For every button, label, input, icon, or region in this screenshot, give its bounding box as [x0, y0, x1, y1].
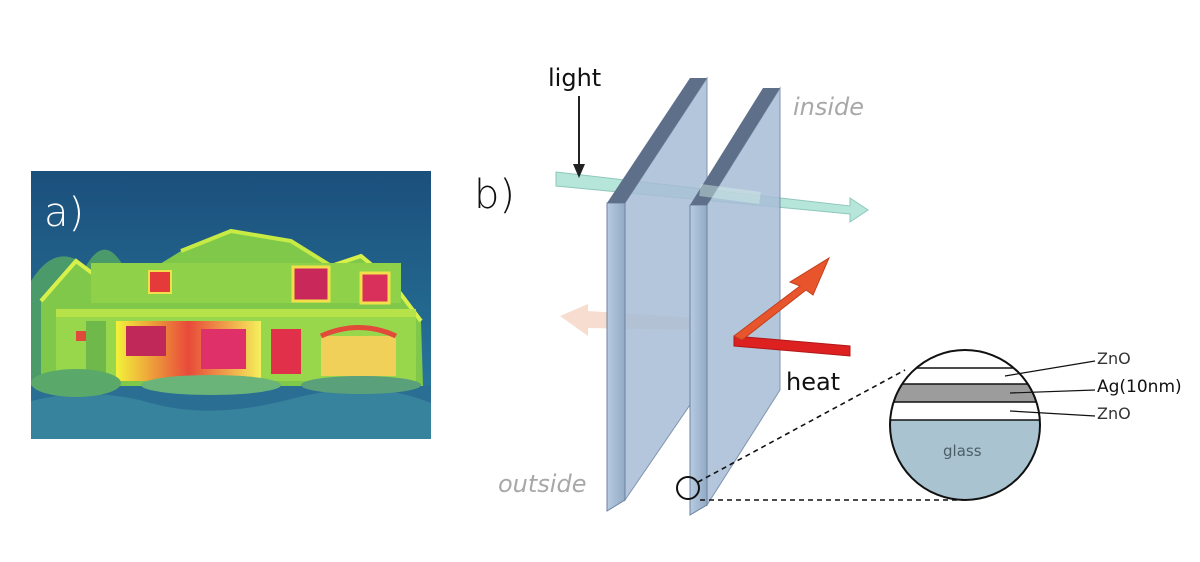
thermal-house-image: [31, 171, 431, 439]
panel-a-label: a): [44, 190, 85, 236]
outer-glass-pane: [606, 76, 708, 512]
glass-substrate-label: glass: [943, 442, 982, 460]
zno-top-layer-label: ZnO: [1097, 349, 1131, 368]
panel-b-label: b): [474, 172, 515, 218]
coating-inset: [889, 349, 1096, 501]
inner-glass-pane: [689, 86, 781, 516]
light-pointer: [573, 96, 585, 178]
heat-arrow: [733, 256, 851, 357]
silver-layer-label: Ag(10nm): [1097, 377, 1182, 397]
light-label: light: [548, 64, 602, 92]
inside-label: inside: [793, 93, 865, 121]
magnifier-marker: [676, 476, 700, 500]
zno-bottom-layer-label: ZnO: [1097, 404, 1131, 423]
heat-label: heat: [786, 368, 841, 396]
outside-label: outside: [498, 470, 587, 498]
